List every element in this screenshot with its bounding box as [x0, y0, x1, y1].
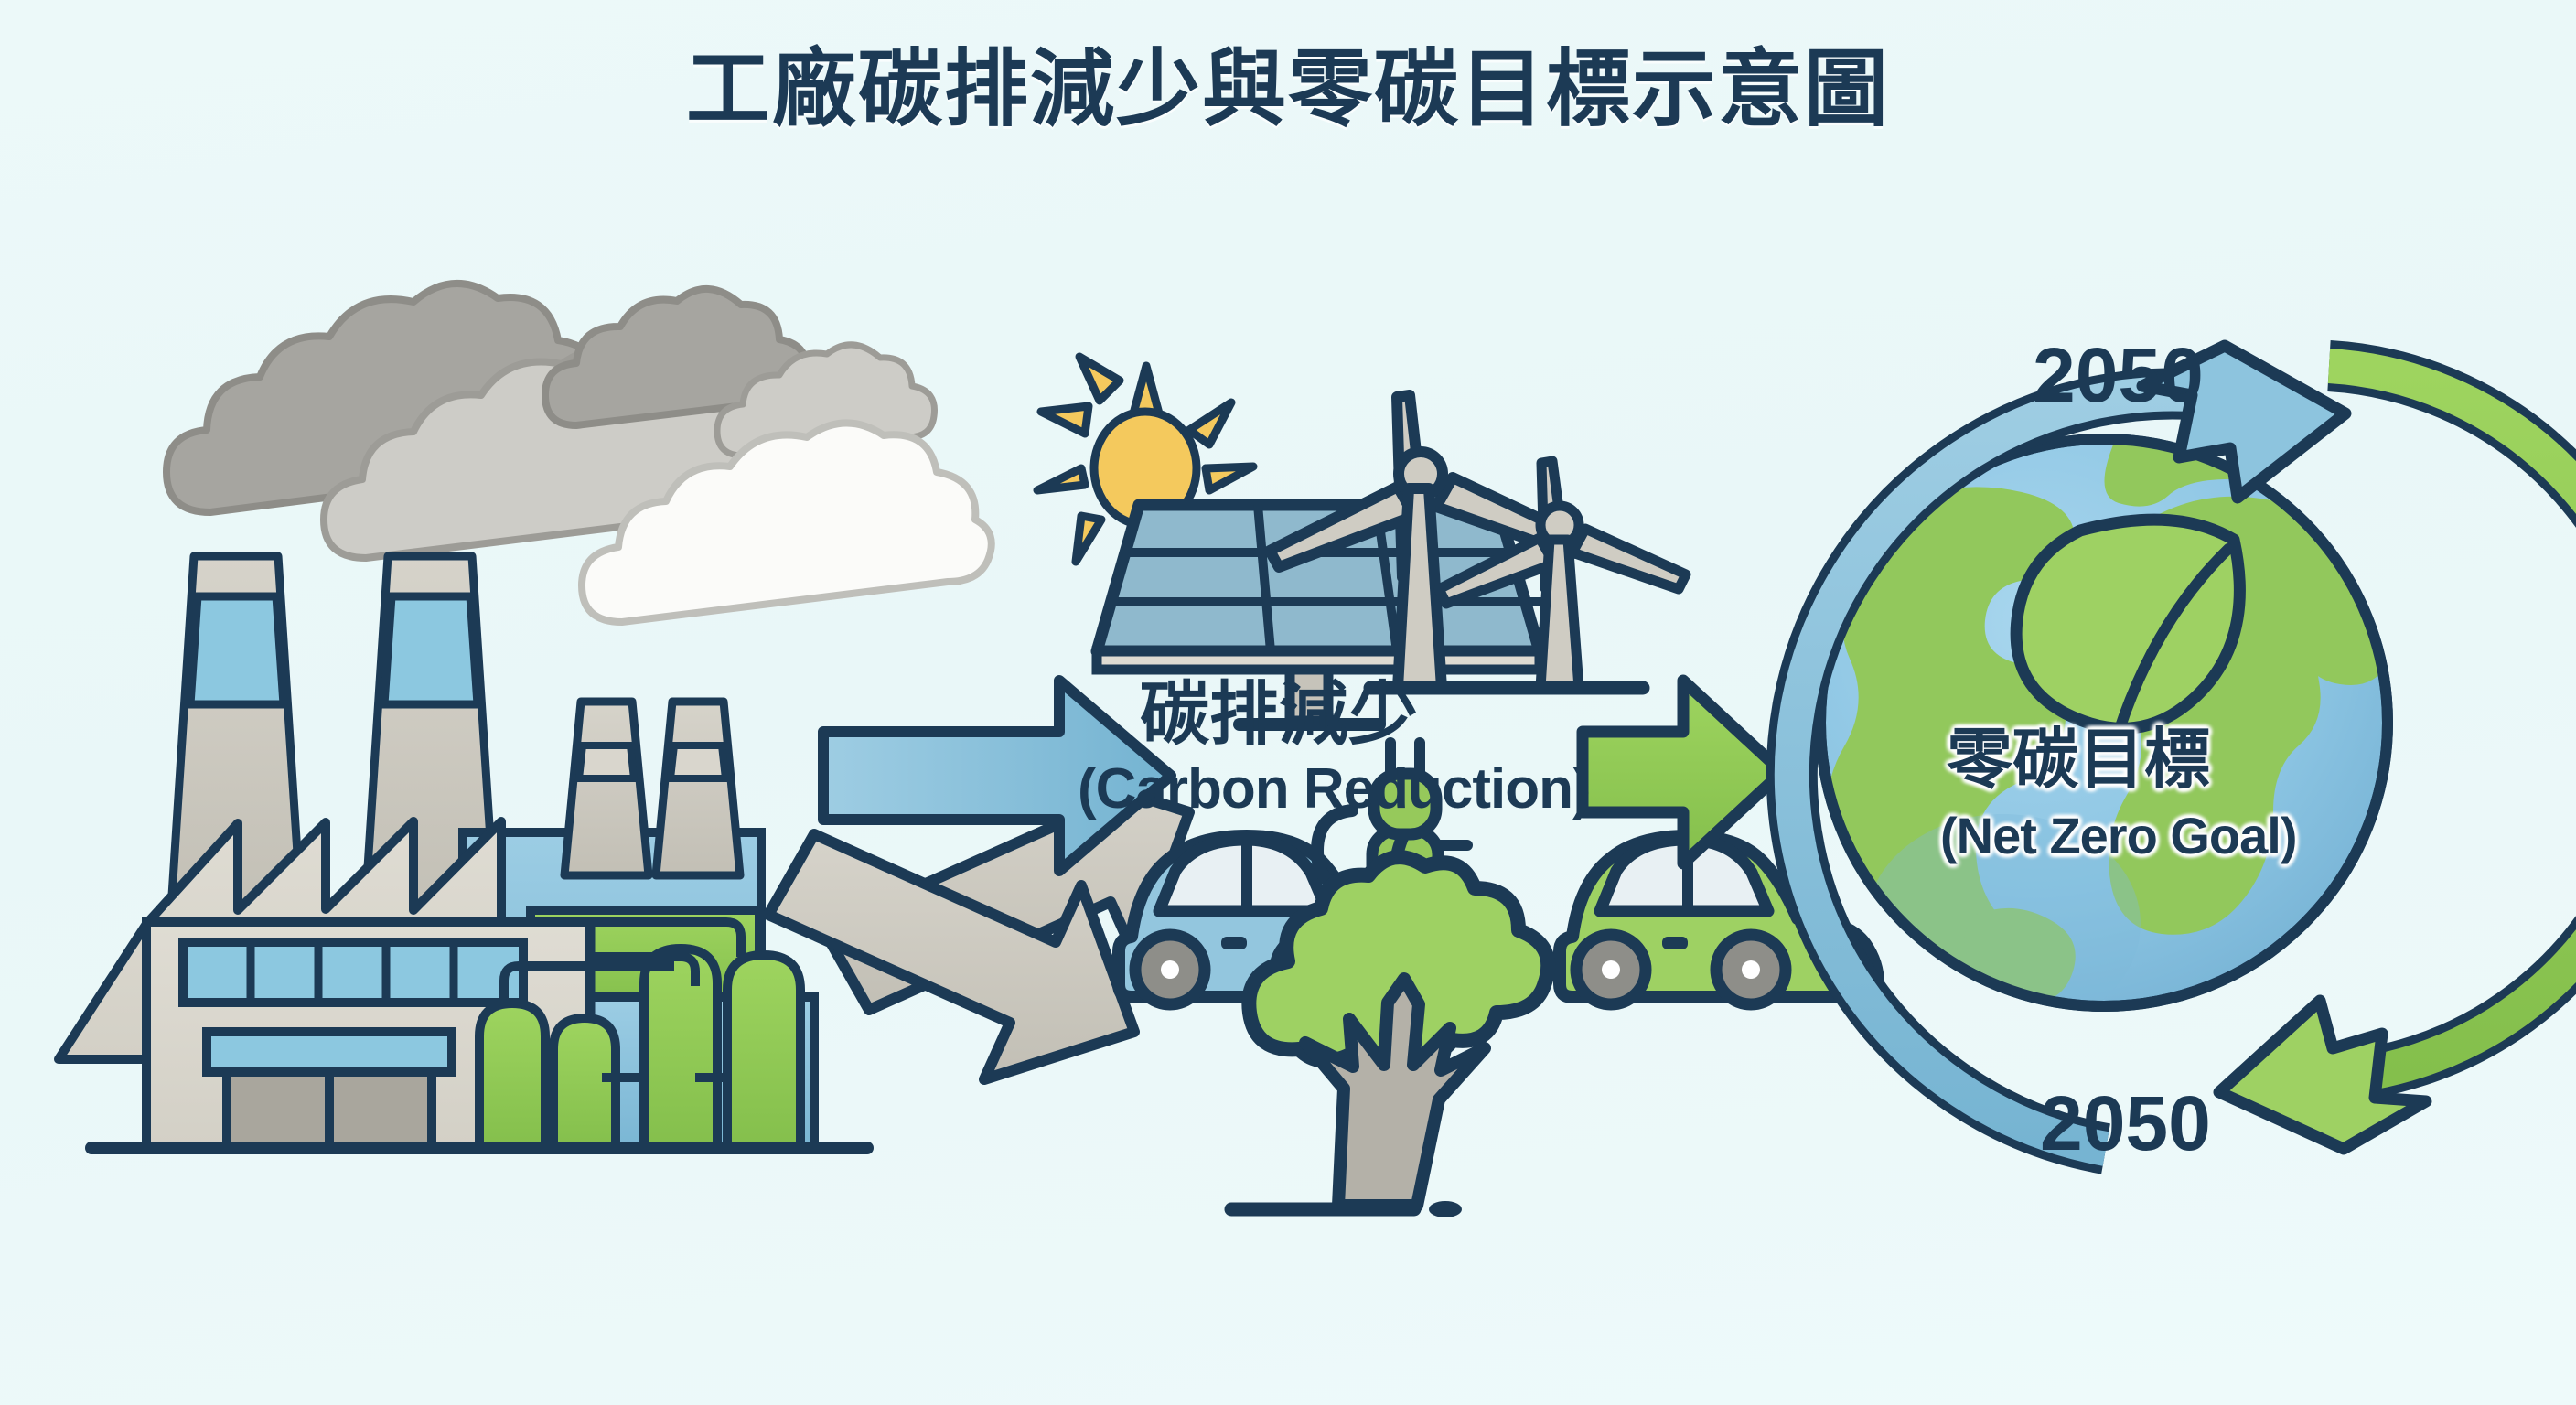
- arrow-factory-to-center: [818, 675, 1176, 876]
- tree-icon: [1224, 850, 1556, 1217]
- steam-cloud-white: [578, 419, 995, 626]
- carbon-reduction-label-zh: 碳排減少: [1140, 676, 1418, 754]
- leaf-icon: [2010, 513, 2246, 737]
- wind-turbine-icon: [1264, 390, 1691, 695]
- factory-chimney-rear-2: [651, 697, 745, 880]
- net-zero-label-zh: 零碳目標: [1947, 724, 2211, 797]
- factory-chimney-rear-1: [560, 697, 653, 880]
- page-title: 工廠碳排減少與零碳目標示意圖: [685, 43, 1890, 136]
- target-year-top: 2050: [2033, 332, 2204, 418]
- arrow-center-to-goal: [1576, 674, 1788, 870]
- target-year-bottom: 2050: [2040, 1080, 2211, 1166]
- factory-emissions-group: [54, 279, 995, 1154]
- arc-arrow-green-descending: [2213, 340, 2576, 1155]
- factory-doorway: [202, 1027, 456, 1153]
- arrow-factory-to-transport: [763, 829, 1140, 1085]
- factory-storage-tanks: [475, 917, 805, 1153]
- arc-arrow-blue-ascending: [1766, 339, 2352, 1174]
- net-zero-label-en: (Net Zero Goal): [1940, 807, 2297, 864]
- carbon-reduction-label-en: (Carbon Reduction): [1078, 757, 1592, 820]
- factory-window-band: [178, 938, 528, 1007]
- globe-group: [1815, 434, 2393, 1012]
- smoke-cloud-tiny: [714, 341, 938, 459]
